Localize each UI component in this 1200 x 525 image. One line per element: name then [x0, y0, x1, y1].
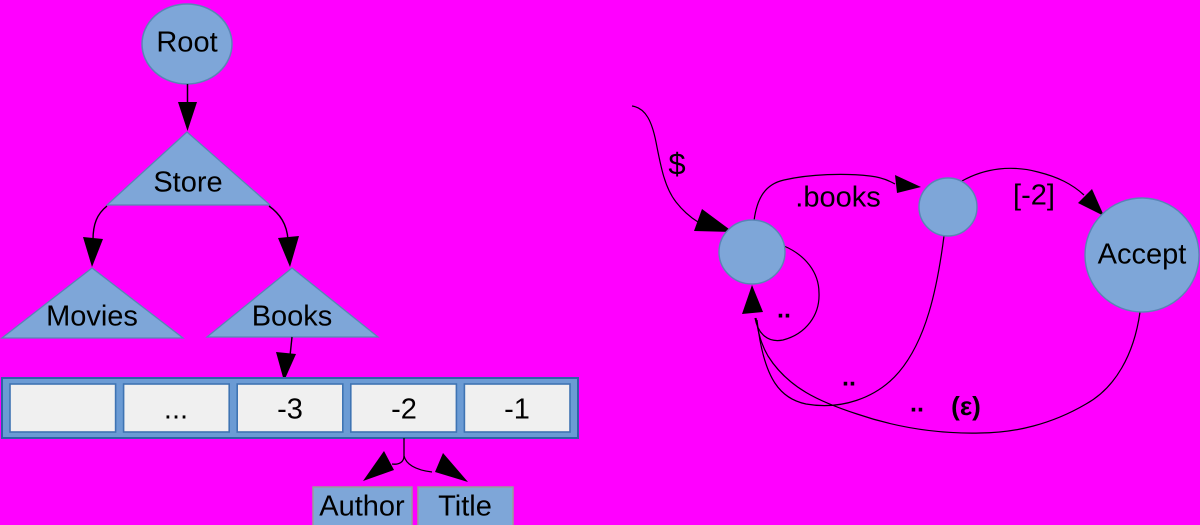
- movies-node-triangle: [0, 267, 185, 339]
- arrowhead-store-books: [278, 236, 299, 267]
- state2-circle: [918, 177, 978, 237]
- arrowhead-books-array: [276, 352, 296, 381]
- accept-state-circle: [1084, 197, 1200, 313]
- books-edge-label: .books: [795, 181, 881, 214]
- array-cell-3: [349, 383, 458, 433]
- author-label: Author: [319, 490, 405, 523]
- arrowhead-start: [694, 209, 733, 232]
- array-cell-2: [236, 383, 344, 433]
- epsilon-dots-label: ..: [910, 389, 924, 418]
- edge-start: [631, 105, 699, 223]
- edge-epsilon-from-accept: [755, 311, 1141, 434]
- array-cell-0: [9, 383, 117, 433]
- store-label: Store: [153, 166, 223, 199]
- array-cell-4: [463, 383, 571, 433]
- author-node-box: [312, 486, 413, 525]
- edge-index-transition: [961, 167, 1085, 196]
- edge-cell-author: [391, 438, 405, 465]
- array-cell-2-label: -3: [277, 393, 303, 426]
- arrowhead-index-transition: [1078, 189, 1104, 216]
- state1-circle: [718, 219, 786, 285]
- edge-cell-title: [403, 455, 433, 473]
- edge-books-transition: [753, 173, 896, 222]
- arrowhead-books-transition: [895, 175, 921, 193]
- store-node-triangle: [105, 131, 272, 206]
- start-edge-label: $: [668, 146, 686, 182]
- title-node-box: [417, 486, 514, 525]
- movies-label: Movies: [46, 300, 138, 333]
- accept-label: Accept: [1097, 238, 1187, 271]
- edge-back-from-state2: [756, 235, 945, 407]
- array-cell-4-label: -1: [504, 393, 530, 426]
- edge-store-books: [268, 205, 289, 241]
- arrowhead-store-movies: [83, 237, 103, 267]
- books-node-triangle: [205, 267, 380, 338]
- self-loop-label: ..: [777, 295, 791, 324]
- arrowhead-cell-title: [435, 453, 468, 482]
- books-label: Books: [251, 300, 333, 333]
- edge-self-loop: [754, 245, 820, 342]
- edge-store-movies: [92, 205, 108, 241]
- edge-books-array: [289, 336, 293, 357]
- back-edge-label: ..: [842, 363, 856, 392]
- array-cell-1: [122, 383, 230, 433]
- index-edge-label: [-2]: [1013, 179, 1055, 212]
- root-label: Root: [156, 26, 218, 59]
- arrowhead-cell-author: [363, 451, 394, 481]
- title-label: Title: [438, 490, 492, 523]
- arrowhead-into-state1: [742, 285, 763, 314]
- epsilon-label: (ε): [951, 391, 981, 421]
- array-cell-1-label: ...: [163, 393, 189, 426]
- arrowhead-root-store: [178, 102, 197, 131]
- array-cell-3-label: -2: [391, 393, 417, 426]
